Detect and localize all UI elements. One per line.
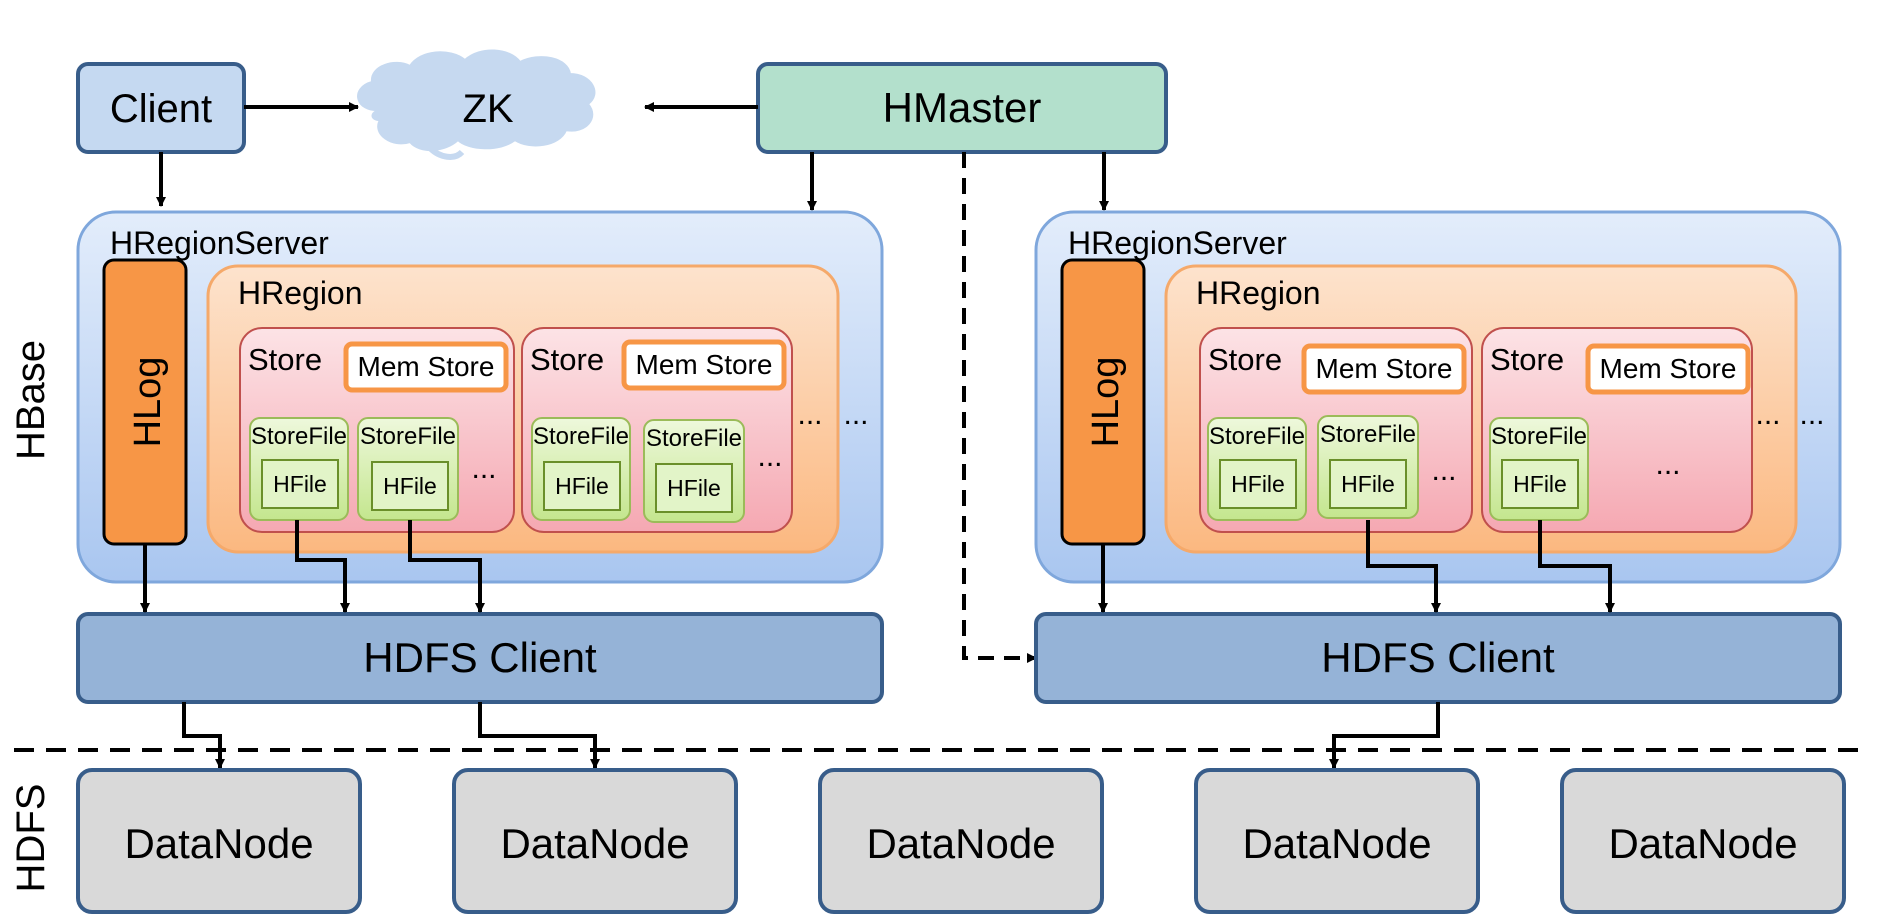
right-hdfs-client: HDFS Client [1034, 612, 1842, 704]
more-regions-ellipsis: ... [1799, 398, 1824, 431]
write-path-arrows [140, 520, 1615, 613]
top-arrows [156, 102, 1109, 663]
hfile-label: HFile [1513, 471, 1567, 497]
hbase-layer-label: HBase [9, 340, 53, 460]
hfile-box [261, 459, 339, 509]
datanode-label: DataNode [866, 820, 1055, 867]
store-label: Store [248, 342, 322, 377]
left-region-server: HRegionServer HLog HRegion Store Mem Sto… [76, 210, 884, 584]
left-server-title: HRegionServer [110, 225, 329, 261]
storefile-label: StoreFile [646, 425, 742, 452]
left-store-1: Store Mem Store StoreFile HFile StoreFil… [239, 327, 515, 533]
datanode-2: DataNode [452, 768, 738, 914]
zk-cloud: ZK [357, 49, 596, 160]
storefile-label: StoreFile [1491, 423, 1587, 450]
datanode-3: DataNode [818, 768, 1104, 914]
right-hlog-label: HLog [1085, 357, 1127, 448]
memstore-box [343, 341, 509, 393]
right-region-server: HRegionServer HLog HRegion Store Mem Sto… [1034, 210, 1842, 584]
datanode-arrows [182, 702, 1440, 769]
left-hregion: HRegion Store Mem Store StoreFile HFile … [206, 264, 840, 554]
hfile-label: HFile [1231, 471, 1285, 497]
memstore-label: Mem Store [358, 351, 495, 382]
left-hlog: HLog [102, 258, 188, 546]
hfile-label: HFile [383, 473, 437, 499]
storefile-label: StoreFile [533, 423, 629, 450]
hfile-label: HFile [273, 471, 327, 497]
hdfs-layer-label: HDFS [9, 784, 53, 893]
more-stores-ellipsis: ... [1755, 398, 1780, 431]
right-hlog: HLog [1060, 258, 1146, 546]
hfile-box [543, 461, 621, 511]
right-hregion-label: HRegion [1196, 275, 1321, 311]
memstore-label: Mem Store [1600, 353, 1737, 384]
datanode-label: DataNode [500, 820, 689, 867]
storefile-label: StoreFile [1320, 421, 1416, 448]
storefile-label: StoreFile [360, 423, 456, 450]
hfile-label: HFile [555, 473, 609, 499]
right-store-2: Store Mem Store StoreFile HFile ... [1481, 327, 1753, 533]
hmaster-label: HMaster [883, 84, 1042, 131]
right-server-title: HRegionServer [1068, 225, 1287, 261]
hfile-label: HFile [667, 475, 721, 501]
more-storefiles-ellipsis: ... [757, 440, 782, 473]
store-label: Store [530, 342, 604, 377]
memstore-label: Mem Store [636, 349, 773, 380]
hmaster-to-right-hdfs-dashed-arrow [962, 152, 1037, 663]
left-hlog-label: HLog [127, 357, 169, 448]
left-hregion-label: HRegion [238, 275, 363, 311]
storefile-label: StoreFile [251, 423, 347, 450]
right-hdfs-client-label: HDFS Client [1321, 634, 1555, 681]
datanode-4: DataNode [1194, 768, 1480, 914]
client-label: Client [110, 87, 212, 131]
left-store-2: Store Mem Store StoreFile HFile StoreFil… [521, 327, 793, 533]
hfile-label: HFile [1341, 471, 1395, 497]
client-box: Client [76, 62, 246, 154]
hfile-box [1501, 459, 1579, 509]
memstore-box [621, 339, 787, 391]
store-label: Store [1208, 342, 1282, 377]
memstore-box [1585, 343, 1751, 395]
hfile-box [1329, 459, 1407, 509]
store-label: Store [1490, 342, 1564, 377]
more-stores-ellipsis: ... [797, 398, 822, 431]
more-storefiles-ellipsis: ... [471, 452, 496, 485]
datanode-label: DataNode [124, 820, 313, 867]
left-hdfs-client: HDFS Client [76, 612, 884, 704]
left-hdfs-client-label: HDFS Client [363, 634, 597, 681]
right-hregion: HRegion Store Mem Store StoreFile HFile … [1164, 264, 1798, 554]
memstore-box [1301, 343, 1467, 395]
hmaster-box: HMaster [756, 62, 1168, 154]
hfile-box [655, 463, 733, 513]
memstore-label: Mem Store [1316, 353, 1453, 384]
right-store-1: Store Mem Store StoreFile HFile StoreFil… [1199, 327, 1473, 533]
datanode-label: DataNode [1608, 820, 1797, 867]
hfile-box [371, 461, 449, 511]
datanode-5: DataNode [1560, 768, 1846, 914]
storefile-label: StoreFile [1209, 423, 1305, 450]
more-regions-ellipsis: ... [843, 398, 868, 431]
datanode-label: DataNode [1242, 820, 1431, 867]
more-storefiles-ellipsis: ... [1655, 448, 1680, 481]
zk-label: ZK [462, 87, 513, 131]
more-storefiles-ellipsis: ... [1431, 454, 1456, 487]
hfile-box [1219, 459, 1297, 509]
datanode-1: DataNode [76, 768, 362, 914]
